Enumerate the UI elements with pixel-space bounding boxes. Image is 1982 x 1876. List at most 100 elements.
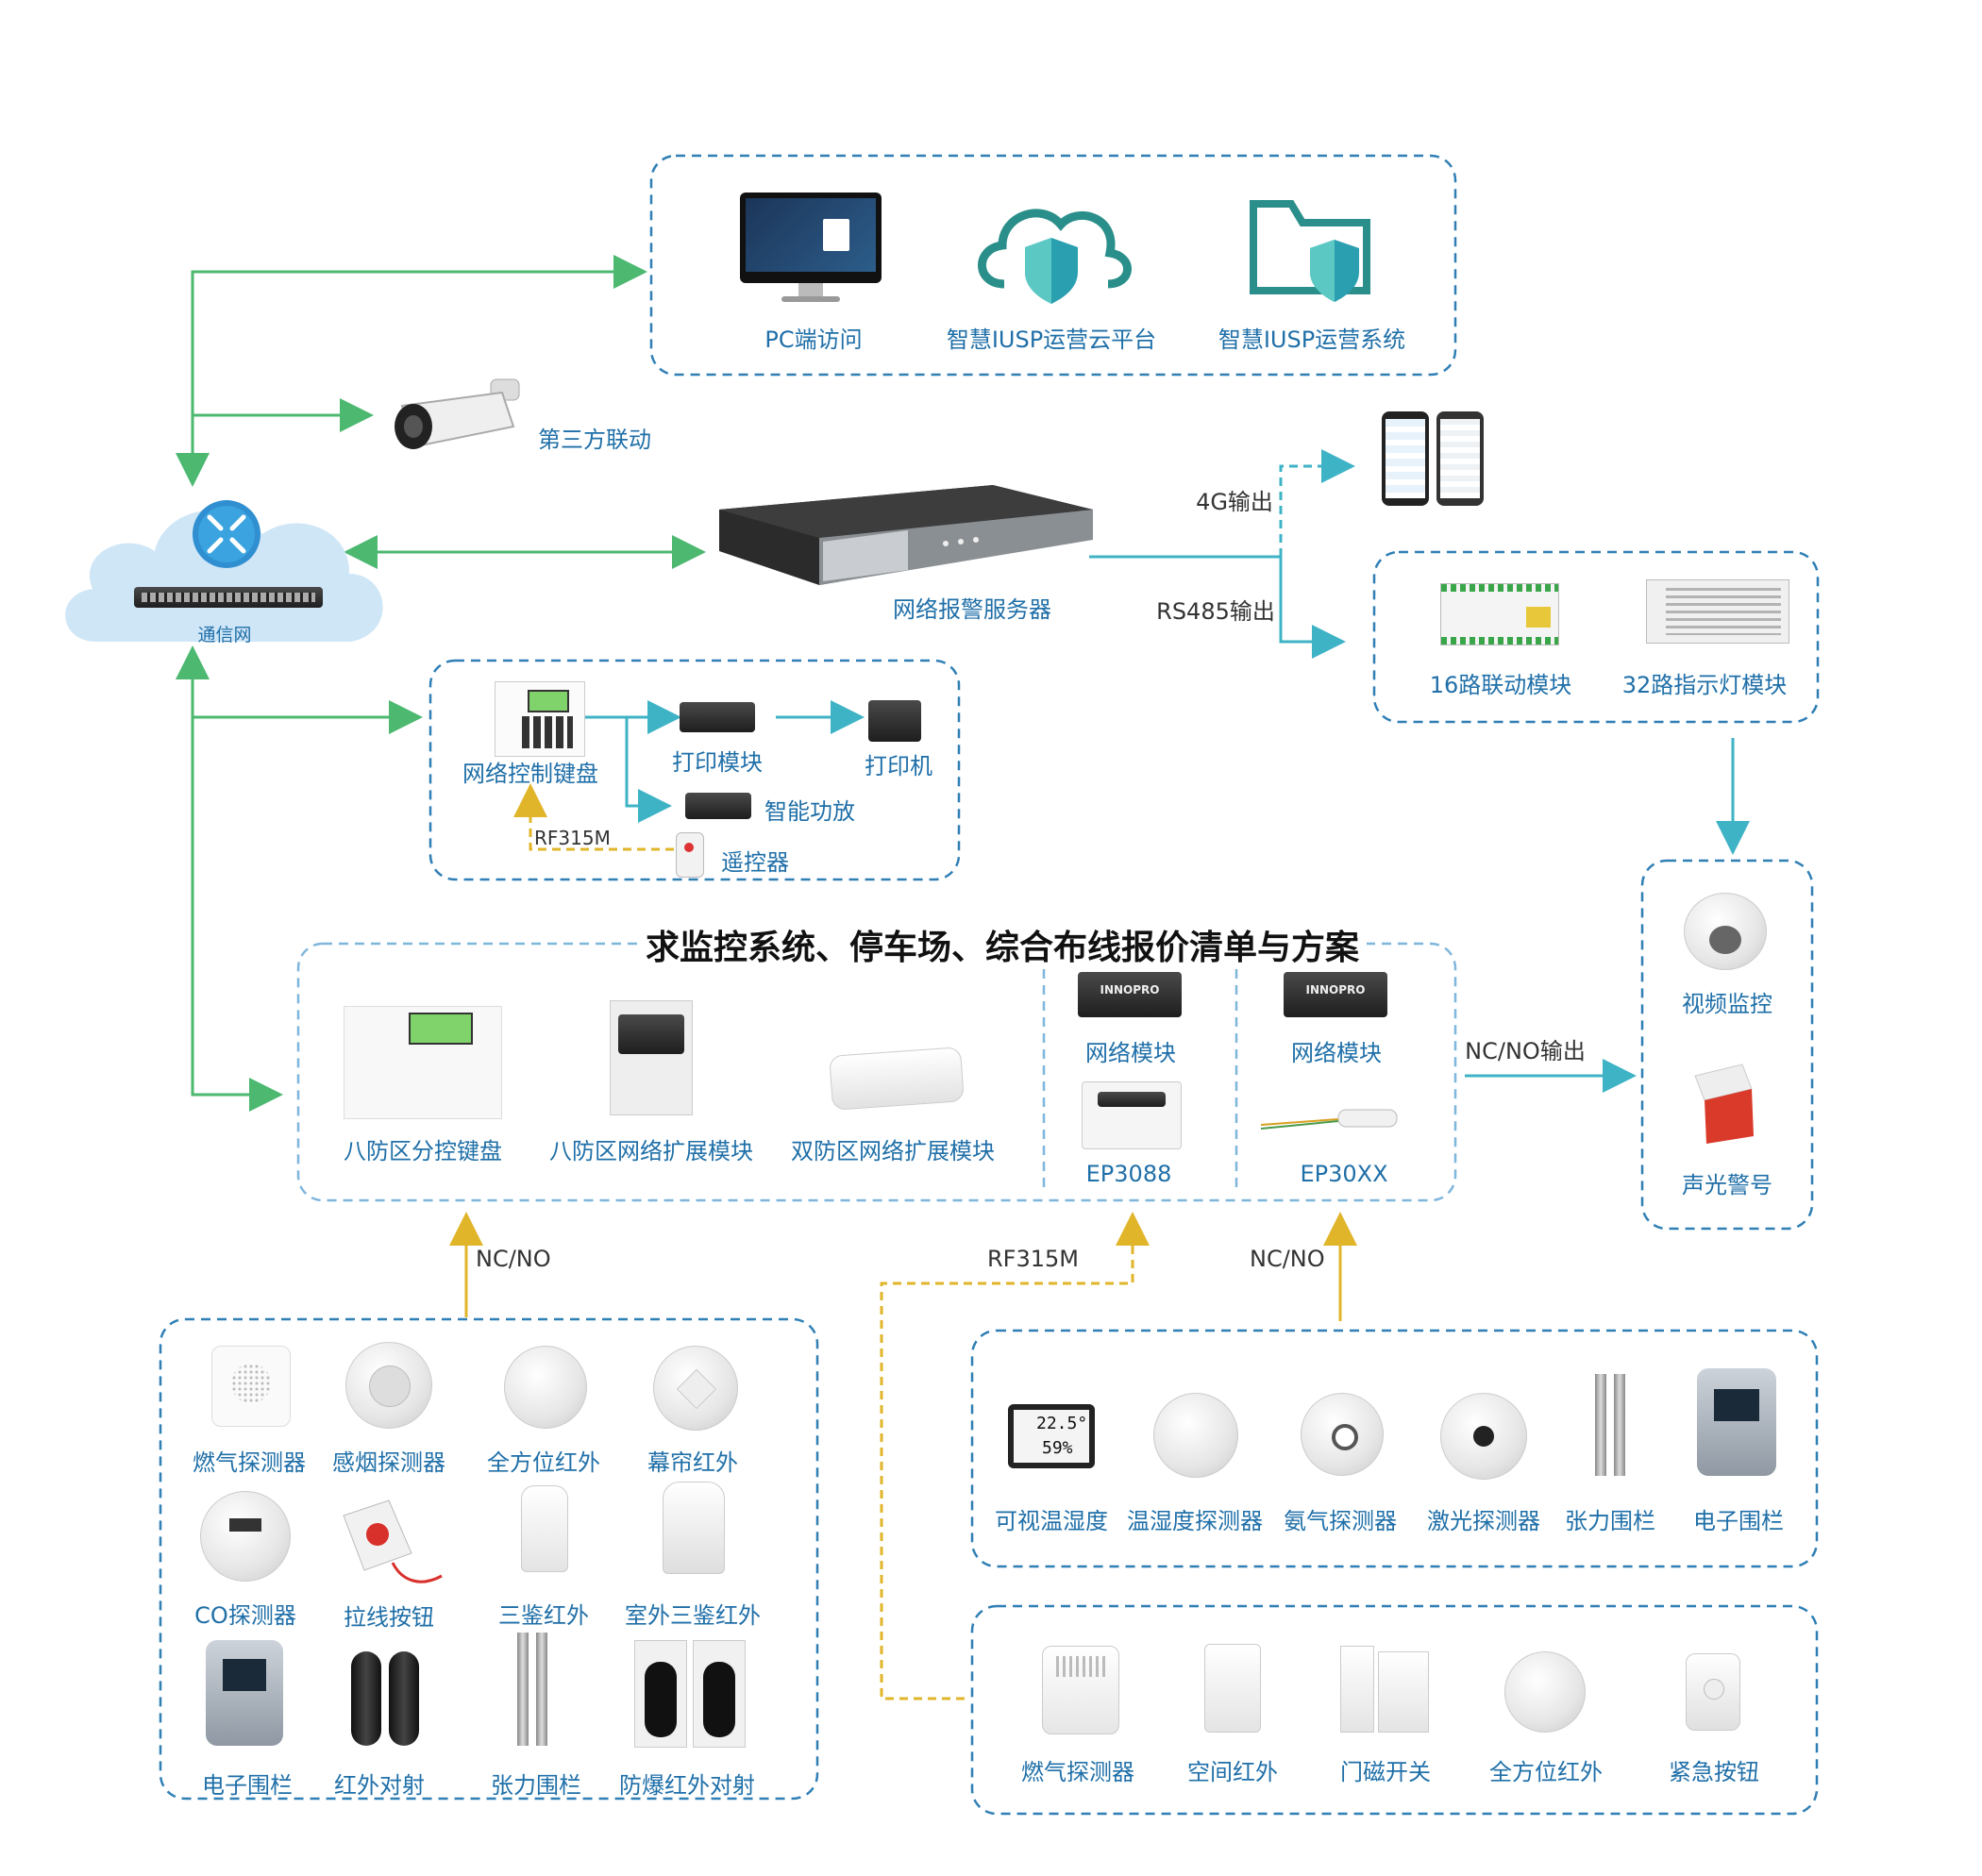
ep30xx-label: EP30XX (1300, 1161, 1388, 1187)
innopro-logo-1: INNOPRO (1100, 983, 1160, 997)
br-bottom-label-0: 燃气探测器 (1021, 1759, 1134, 1785)
br-bottom-label-3: 全方位红外 (1489, 1759, 1603, 1785)
link-remote-rf (513, 783, 674, 851)
printer-icon (868, 700, 921, 742)
bl-label-8: 电子围栏 (202, 1772, 293, 1799)
linkage-module-16-label: 16路联动模块 (1429, 672, 1572, 698)
network-switch-icon (134, 587, 323, 608)
remote-label: 遥控器 (721, 849, 789, 876)
cloud-group-box (649, 154, 1457, 377)
pc-access-label: PC端访问 (764, 327, 863, 353)
print-module-label: 打印模块 (672, 749, 763, 776)
link-rs485 (1089, 555, 1346, 659)
bl-label-2: 全方位红外 (487, 1449, 600, 1476)
network-keyboard-label: 网络控制键盘 (462, 761, 598, 787)
br-top-label-4: 张力围栏 (1565, 1508, 1655, 1534)
video-dome-camera-icon (1684, 893, 1767, 970)
explosion-proof-beam-icon (634, 1640, 746, 1748)
zone8-expander-label: 八防区网络扩展模块 (549, 1138, 753, 1164)
br-top-label-5: 电子围栏 (1693, 1508, 1784, 1534)
zone2-expander-label: 双防区网络扩展模块 (791, 1138, 995, 1164)
ops-system-label: 智慧IUSP运营系统 (1218, 327, 1406, 353)
link-cloud-network (176, 255, 647, 487)
rf315m-keyboard-label: RF315M (534, 827, 611, 849)
br-top-label-2: 氨气探测器 (1284, 1508, 1397, 1534)
network-module-icon-1: INNOPRO (1078, 972, 1182, 1017)
curtain-infrared-icon (653, 1346, 738, 1431)
zone8-keyboard-label: 八防区分控键盘 (344, 1138, 502, 1164)
tension-fence-icon-1 (517, 1633, 551, 1746)
output-4g-label: 4G输出 (1196, 489, 1273, 515)
output-devices-box (1640, 859, 1814, 1231)
bl-label-11: 防爆红外对射 (619, 1772, 755, 1799)
electric-fence-icon-1 (206, 1640, 283, 1746)
gas-detector-icon-2 (1042, 1646, 1119, 1734)
cloud-platform-label: 智慧IUSP运营云平台 (946, 327, 1157, 353)
tension-fence-icon-2 (1595, 1374, 1629, 1476)
infrared-beam-icon (351, 1651, 421, 1746)
bl-label-4: CO探测器 (194, 1602, 296, 1629)
emergency-button-icon (1686, 1653, 1740, 1731)
br-top-label-0: 可视温湿度 (995, 1508, 1108, 1534)
bl-label-0: 燃气探测器 (193, 1449, 306, 1476)
remote-control-icon (676, 832, 704, 878)
br-bottom-label-1: 空间红外 (1187, 1759, 1278, 1785)
phone-icon-2 (1436, 411, 1484, 506)
ammonia-detector-icon (1301, 1393, 1384, 1476)
omni-infrared-icon-2 (1504, 1651, 1586, 1733)
rf315m-label: RF315M (987, 1246, 1079, 1272)
ncno-output-label: NC/NO输出 (1465, 1038, 1586, 1064)
br-top-label-1: 温湿度探测器 (1127, 1508, 1263, 1534)
laser-detector-icon (1440, 1393, 1527, 1480)
third-party-camera-icon (395, 378, 520, 449)
smart-amp-icon (685, 793, 751, 819)
zone8-expander-icon (610, 1000, 693, 1115)
smoke-detector-icon (345, 1342, 432, 1429)
innopro-logo-2: INNOPRO (1305, 983, 1366, 997)
siren-strobe-icon (1694, 1064, 1754, 1144)
br-bottom-label-2: 门磁开关 (1340, 1759, 1431, 1785)
electric-fence-icon-2 (1697, 1368, 1776, 1476)
gas-detector-icon (211, 1346, 291, 1427)
humidity-reading: 59% (1042, 1438, 1073, 1458)
br-bottom-group-box (970, 1604, 1819, 1816)
linkage-module-16-icon (1440, 583, 1559, 645)
ops-system-icon (1250, 200, 1370, 302)
output-rs485-label: RS485输出 (1156, 598, 1275, 625)
zone8-keyboard-icon (344, 1006, 502, 1119)
network-module-label-2: 网络模块 (1291, 1040, 1382, 1066)
outdoor-triple-infrared-icon (663, 1482, 725, 1574)
pull-cord-button-icon (343, 1499, 443, 1583)
ncno-right-label: NC/NO (1250, 1246, 1325, 1272)
keyboard-group-box (428, 659, 961, 881)
modules-group-box (1372, 550, 1820, 724)
pc-monitor-icon (740, 193, 882, 304)
bl-label-9: 红外对射 (334, 1772, 425, 1799)
bl-label-7: 室外三鉴红外 (625, 1602, 761, 1629)
temp-reading: 22.5° (1036, 1414, 1088, 1433)
page-title: 求监控系统、停车场、综合布线报价清单与方案 (637, 920, 1368, 969)
ncno-left-label: NC/NO (476, 1246, 551, 1272)
network-module-label-1: 网络模块 (1085, 1040, 1176, 1066)
br-top-label-3: 激光探测器 (1427, 1508, 1540, 1534)
cloud-platform-icon (978, 209, 1132, 304)
co-detector-icon (200, 1491, 291, 1582)
triple-tech-infrared-icon (521, 1485, 568, 1572)
network-label: 通信网 (197, 625, 252, 645)
bl-label-6: 三鉴红外 (498, 1602, 589, 1629)
bl-label-1: 感烟探测器 (332, 1449, 445, 1476)
indicator-module-32-icon (1646, 579, 1789, 644)
link-amp (625, 717, 672, 823)
alarm-server-icon (719, 485, 1093, 585)
space-infrared-icon (1204, 1644, 1261, 1733)
bl-label-5: 拉线按钮 (344, 1604, 434, 1631)
indicator-module-32-label: 32路指示灯模块 (1621, 672, 1788, 698)
bl-group-box (159, 1317, 819, 1801)
network-cloud-icon (65, 500, 383, 642)
ep3088-label: EP3088 (1085, 1161, 1172, 1187)
temp-humidity-detector-icon (1153, 1393, 1238, 1478)
video-surveillance-label: 视频监控 (1682, 991, 1772, 1017)
bl-label-3: 幕帘红外 (647, 1449, 738, 1476)
